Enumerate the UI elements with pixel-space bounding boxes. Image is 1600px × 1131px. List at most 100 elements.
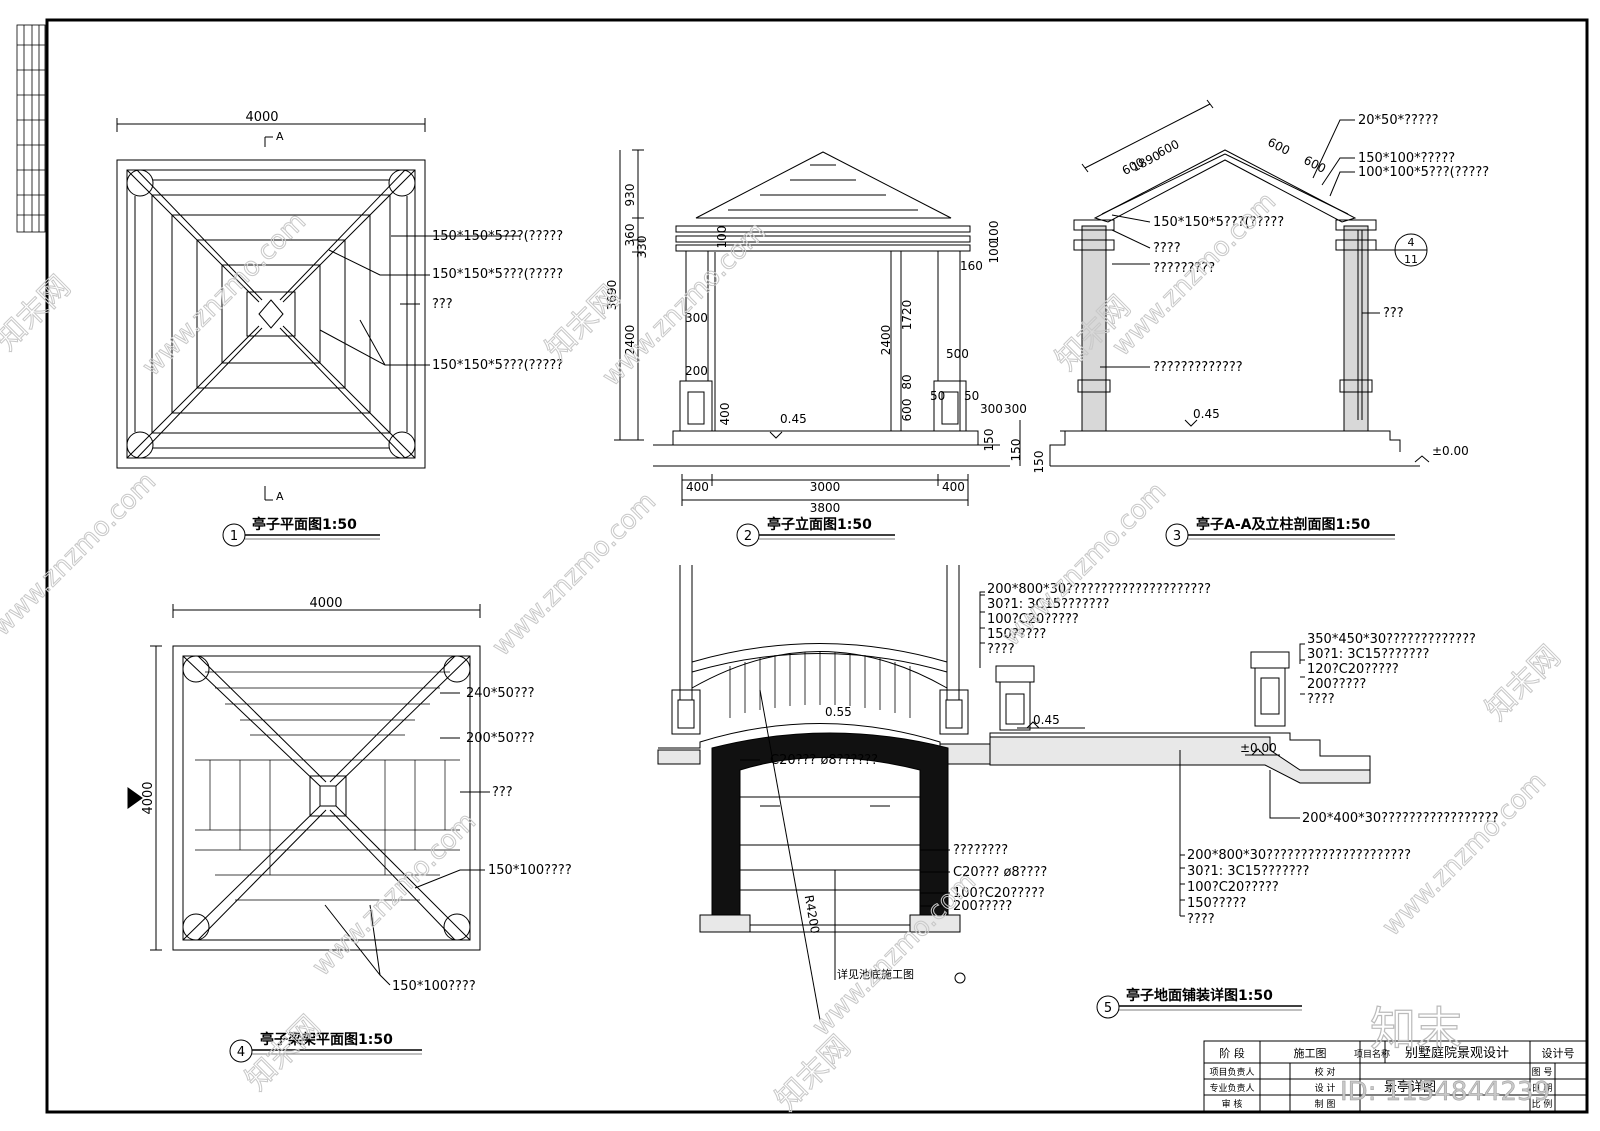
- plan-labels: 4000 A A 150*150*5???(????? 150*150*5???…: [245, 110, 563, 503]
- sec-dim-600-d: 600: [1301, 153, 1328, 176]
- watermark-brand: 知末网: [239, 1009, 327, 1097]
- svg-text:图 号: 图 号: [1532, 1067, 1553, 1078]
- plan-label-1: 150*150*5???(?????: [432, 229, 563, 244]
- sec-label-6: ?????????: [1153, 261, 1215, 276]
- watermark-brand: 知末网: [0, 269, 77, 357]
- svg-text:专业负责人: 专业负责人: [1209, 1082, 1254, 1094]
- svg-text:4: 4: [237, 1045, 245, 1060]
- pav-tl-3: 100?C20?????: [987, 612, 1079, 627]
- elev-dim-400-left: 400: [686, 480, 709, 494]
- sec-dim-600-b: 600: [1155, 137, 1182, 160]
- pav-tl-4: 150?????: [987, 627, 1046, 642]
- watermark-url: www.znzmo.com: [307, 807, 482, 982]
- pav-tl-5: ????: [987, 642, 1015, 657]
- watermark-id: ID: 1154844239: [1340, 1077, 1550, 1107]
- pavilion-section: [1049, 99, 1430, 467]
- watermark-url: www.znzmo.com: [807, 867, 982, 1042]
- svg-text:项目负责人: 项目负责人: [1209, 1066, 1254, 1078]
- pav-mid-5: ????: [1187, 912, 1215, 927]
- beam-label-2: 200*50???: [466, 731, 535, 746]
- elev-dim-100-b: 100: [987, 241, 1001, 264]
- pav-level-045: 0.45: [1033, 713, 1060, 727]
- elevation-title-text: 亭子立面图1:50: [767, 516, 872, 533]
- elev-dim-400: 400: [718, 403, 732, 426]
- sec-label-3: 100*100*5???(?????: [1358, 165, 1489, 180]
- svg-text:3: 3: [1173, 529, 1181, 544]
- pav-radius: R4200: [802, 894, 823, 935]
- svg-text:项目名称: 项目名称: [1354, 1048, 1390, 1060]
- svg-text:1: 1: [230, 529, 238, 544]
- pav-arch-3: 100?C20?????: [953, 886, 1045, 901]
- beam-plan-labels: 4000 4000 240*50??? 200*50??? ??? 150*10…: [141, 596, 572, 994]
- elevation-labels: 930 360 330 3690 2400 100 300 200 400 17…: [605, 184, 1046, 515]
- svg-text:日 期: 日 期: [1532, 1083, 1553, 1094]
- section-title: 3 亭子A-A及立柱剖面图1:50: [1165, 516, 1395, 547]
- elev-dim-50-a: 50: [930, 389, 945, 403]
- pav-tr-1: 350*450*30?????????????: [1307, 632, 1476, 647]
- elev-dim-300: 300: [685, 311, 708, 325]
- watermark-url: www.znzmo.com: [1107, 187, 1282, 362]
- watermark-brand: 知末网: [1479, 639, 1567, 727]
- watermark-url: www.znzmo.com: [487, 487, 662, 662]
- pav-tl-2: 30?1: 3C15???????: [987, 597, 1109, 612]
- elev-dim-600: 600: [900, 399, 914, 422]
- pav-tr-4: 200?????: [1307, 677, 1366, 692]
- pav-mid-2: 30?1: 3C15???????: [1187, 864, 1309, 879]
- beam-plan-title: 4 亭子梁架平面图1:50: [229, 1031, 422, 1063]
- elev-dim-150-a: 150: [982, 429, 996, 452]
- elev-dim-3800: 3800: [810, 501, 841, 515]
- elev-dim-80: 80: [900, 374, 914, 389]
- pavilion-beam-plan: [127, 604, 490, 986]
- pav-level-055: 0.55: [825, 705, 852, 719]
- svg-text:设计号: 设计号: [1542, 1047, 1575, 1060]
- plan-label-2: 150*150*5???(?????: [432, 267, 563, 282]
- elev-dim-200: 200: [685, 364, 708, 378]
- pavilion-plan: [116, 118, 520, 501]
- sec-callout-top: 4: [1408, 236, 1415, 249]
- elev-dim-50-b: 50: [964, 389, 979, 403]
- elev-dim-360: 360: [623, 224, 637, 247]
- beam-label-3: ???: [492, 785, 513, 800]
- beam-dim-top: 4000: [309, 596, 342, 611]
- elev-dim-330: 330: [635, 236, 649, 259]
- svg-text:施工图: 施工图: [1294, 1047, 1327, 1060]
- svg-text:别墅庭院景观设计: 别墅庭院景观设计: [1405, 1045, 1509, 1061]
- pav-arch-1: ????????: [953, 843, 1008, 858]
- plan-dim-4000: 4000: [245, 110, 278, 125]
- elev-dim-160: 160: [960, 259, 983, 273]
- plan-title: 1 亭子平面图1:50: [222, 516, 380, 547]
- sec-dim-600-c: 600: [1265, 135, 1292, 158]
- sec-label-8: ?????????????: [1153, 360, 1243, 375]
- sheet-frame: [45, 18, 1589, 1114]
- sec-label-5: ????: [1153, 241, 1181, 256]
- elev-dim-1720: 1720: [900, 300, 914, 331]
- watermark-brand: 知末网: [769, 1029, 857, 1117]
- elev-dim-930: 930: [623, 184, 637, 207]
- binding-strip: [16, 24, 46, 233]
- plan-section-mark-top: A: [276, 130, 284, 143]
- pav-note: 详见池底施工图: [837, 967, 914, 981]
- elev-dim-2400: 2400: [623, 325, 637, 356]
- pav-tr-3: 120?C20?????: [1307, 662, 1399, 677]
- title-block: [1203, 1040, 1588, 1113]
- elevation-title: 2 亭子立面图1:50: [736, 516, 895, 547]
- paving-labels: 200*800*30????????????????????? 30?1: 3C…: [770, 582, 1498, 981]
- plan-title-text: 亭子平面图1:50: [252, 516, 357, 533]
- svg-text:设 计: 设 计: [1315, 1082, 1336, 1094]
- elev-dim-400-right: 400: [942, 480, 965, 494]
- beam-plan-title-text: 亭子梁架平面图1:50: [260, 1031, 393, 1048]
- elev-dim-3000: 3000: [810, 480, 841, 494]
- elev-dim-150-c: 150: [1032, 451, 1046, 474]
- section-title-text: 亭子A-A及立柱剖面图1:50: [1196, 516, 1371, 533]
- paving-detail: [657, 565, 1371, 1021]
- title-block-text: 阶 段 施工图 项目名称 别墅庭院景观设计 设计号 项目负责人 校 对 景亭详图…: [1209, 1045, 1574, 1110]
- pav-mid-1: 200*800*30?????????????????????: [1187, 848, 1411, 863]
- svg-text:阶 段: 阶 段: [1219, 1046, 1245, 1060]
- elev-level-045: 0.45: [780, 412, 807, 426]
- plan-label-3: ???: [432, 297, 453, 312]
- sec-level-045: 0.45: [1193, 407, 1220, 421]
- beam-dim-left: 4000: [141, 781, 156, 814]
- paving-title-text: 亭子地面铺装详图1:50: [1126, 987, 1273, 1004]
- pav-tr-2: 30?1: 3C15???????: [1307, 647, 1429, 662]
